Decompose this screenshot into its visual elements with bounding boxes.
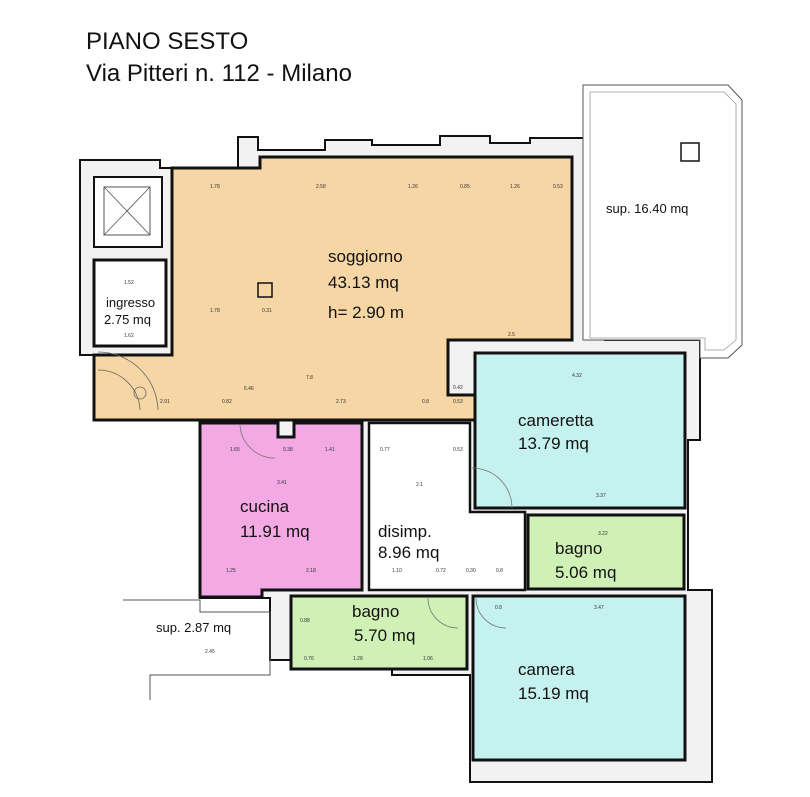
cameretta-area: 13.79 mq bbox=[518, 434, 589, 453]
dim-dis-bottom-2: 0.72 bbox=[436, 568, 446, 574]
dim-sog-top-3: 1.26 bbox=[408, 184, 418, 190]
dim-sog-side-1: 2.91 bbox=[160, 399, 170, 405]
dim-bagno2-4: 1.06 bbox=[423, 656, 433, 662]
dim-sog-low-3: 0.8 bbox=[422, 399, 429, 405]
terrace-small-area: sup. 2.87 mq bbox=[156, 620, 231, 635]
room-camera: camera 15.19 mq bbox=[471, 594, 687, 762]
ingresso-area: 2.75 mq bbox=[104, 312, 151, 327]
disimp-area: 8.96 mq bbox=[378, 543, 439, 562]
dim-cuc-mid: 3.41 bbox=[277, 480, 287, 486]
cucina-area: 11.91 mq bbox=[240, 522, 310, 541]
dim-terrace-small: 2.45 bbox=[205, 649, 215, 655]
dim-dis-mid: 2.1 bbox=[416, 482, 423, 488]
floor-title: PIANO SESTO bbox=[86, 28, 249, 55]
dim-dis-bottom-4: 0.8 bbox=[496, 568, 503, 574]
dim-sog-low-2: 2.73 bbox=[336, 399, 346, 405]
camera-area: 15.19 mq bbox=[518, 684, 589, 703]
dim-sog-side-2: 6.46 bbox=[244, 386, 254, 392]
dim-sog-low-4: 0.53 bbox=[453, 399, 463, 405]
cameretta-name: cameretta bbox=[518, 411, 594, 430]
disimp-name: disimp. bbox=[378, 522, 432, 541]
room-cucina: cucina 11.91 mq bbox=[198, 421, 364, 599]
dim-bagno1-top: 3.22 bbox=[598, 531, 608, 537]
dim-sog-top-5: 1.26 bbox=[510, 184, 520, 190]
bagno1-name: bagno bbox=[555, 539, 602, 558]
dim-cuc-top-3: 1.41 bbox=[325, 447, 335, 453]
dim-sog-mid-2: 0.31 bbox=[262, 308, 272, 314]
dim-dis-bottom-3: 0.30 bbox=[466, 568, 476, 574]
cucina-name: cucina bbox=[240, 497, 290, 516]
dim-ingresso-1: 1.52 bbox=[124, 280, 134, 286]
disimp-floor bbox=[367, 421, 527, 592]
dim-bagno2-3: 1.28 bbox=[353, 656, 363, 662]
terrace-column bbox=[680, 142, 700, 162]
dim-sog-top-6: 0.53 bbox=[553, 184, 563, 190]
terrace-large: sup. 16.40 mq bbox=[582, 84, 743, 359]
dim-cuc-top-2: 0.38 bbox=[283, 447, 293, 453]
terrace-small: sup. 2.87 mq bbox=[123, 599, 271, 700]
dim-sog-top-2: 2.58 bbox=[316, 184, 326, 190]
dim-sog-side-4: 2.5 bbox=[508, 332, 515, 338]
room-bagno-1: bagno 5.06 mq bbox=[526, 513, 686, 591]
dim-cam-top: 4.32 bbox=[572, 373, 582, 379]
room-disimp: disimp. 8.96 mq bbox=[367, 421, 527, 592]
bagno1-area: 5.06 mq bbox=[555, 563, 616, 582]
dim-cuc-top-1: 1.65 bbox=[230, 447, 240, 453]
terrace-large-area: sup. 16.40 mq bbox=[606, 201, 688, 216]
bagno2-area: 5.70 mq bbox=[354, 626, 415, 645]
room-cameretta: cameretta 13.79 mq bbox=[473, 351, 687, 510]
room-soggiorno: soggiorno 43.13 mq h= 2.90 m bbox=[92, 155, 574, 422]
dim-sog-mid-1: 1.78 bbox=[210, 308, 220, 314]
camera-name: camera bbox=[518, 660, 575, 679]
address-title: Via Pitteri n. 112 - Milano bbox=[86, 60, 352, 87]
terrace-large-inner bbox=[589, 91, 737, 351]
dim-bagno2-2: 0.76 bbox=[304, 656, 314, 662]
dim-dis-top-1: 0.77 bbox=[380, 447, 390, 453]
dim-cuc-bottom-1: 1.25 bbox=[226, 568, 236, 574]
dimension-labels: 1.78 2.58 1.26 0.85 1.26 0.53 1.78 0.31 … bbox=[124, 184, 608, 662]
dim-bagno2-1: 0.88 bbox=[300, 618, 310, 624]
dim-dis-top-2: 0.53 bbox=[453, 447, 463, 453]
dim-cam-bottom: 3.37 bbox=[596, 493, 606, 499]
room-bagno-2: bagno 5.70 mq bbox=[289, 594, 469, 671]
dim-sog-top-1: 1.78 bbox=[210, 184, 220, 190]
bagno2-name: bagno bbox=[352, 602, 399, 621]
dim-camera-top-1: 0.8 bbox=[495, 605, 502, 611]
cucina-floor bbox=[198, 421, 364, 599]
dim-sog-side-7: 0.42 bbox=[453, 385, 463, 391]
ingresso-name: ingresso bbox=[106, 295, 155, 310]
stair-arc bbox=[97, 351, 159, 411]
terrace-large-outline bbox=[582, 84, 743, 359]
lift-shaft bbox=[93, 176, 163, 248]
dim-sog-top-4: 0.85 bbox=[460, 184, 470, 190]
soggiorno-name: soggiorno bbox=[328, 247, 403, 266]
soggiorno-height: h= 2.90 m bbox=[328, 303, 404, 322]
dim-ingresso-2: 1.62 bbox=[124, 333, 134, 339]
dim-camera-top-2: 3.47 bbox=[594, 605, 604, 611]
dim-cuc-bottom-2: 2.18 bbox=[306, 568, 316, 574]
soggiorno-floor bbox=[92, 155, 574, 422]
dim-sog-low-1: 0.82 bbox=[222, 399, 232, 405]
room-ingresso: ingresso 2.75 mq bbox=[92, 258, 168, 348]
soggiorno-column bbox=[257, 282, 273, 298]
soggiorno-area: 43.13 mq bbox=[328, 273, 399, 292]
dim-dis-bottom-1: 1.10 bbox=[392, 568, 402, 574]
dim-sog-side-3: 7.8 bbox=[306, 375, 313, 381]
